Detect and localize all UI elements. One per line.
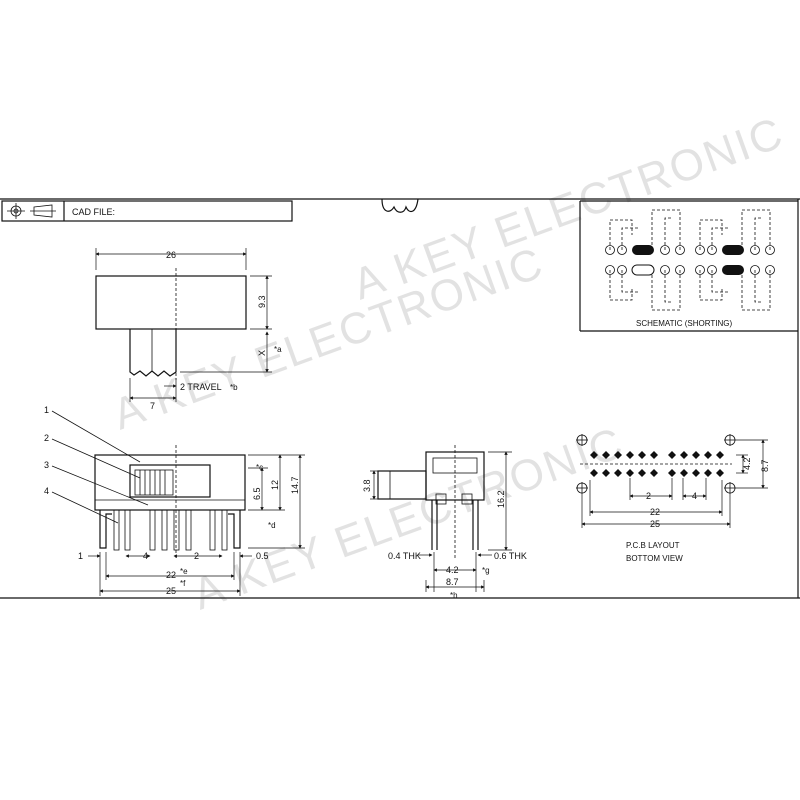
schematic-contacts xyxy=(605,245,775,276)
actuator-grip xyxy=(139,470,166,495)
thk-right-label: 0.6 THK xyxy=(494,551,527,561)
dim-actuator-x: X xyxy=(257,350,267,356)
schematic-panel: SCHEMATIC (SHORTING) xyxy=(579,200,798,332)
dim-side-8-7: 8.7 xyxy=(446,577,459,587)
pcb-caption-2: BOTTOM VIEW xyxy=(626,554,683,563)
dim-front-22: 22 xyxy=(166,570,176,580)
pcb-pad xyxy=(680,451,688,459)
dim-actuator-width: 7 xyxy=(150,401,155,411)
title-block: CAD FILE: xyxy=(1,200,293,222)
dim-front-14-7: 14.7 xyxy=(290,476,300,494)
callout-3: 3 xyxy=(44,460,49,470)
pcb-pad xyxy=(668,469,676,477)
dim-front-4: 4 xyxy=(143,551,148,561)
pcb-pad xyxy=(626,469,634,477)
travel-note: *b xyxy=(230,383,238,392)
company-logo xyxy=(381,198,419,213)
pcb-pad xyxy=(680,469,688,477)
dim-side-3-8: 3.8 xyxy=(362,479,372,492)
pcb-pad xyxy=(590,451,598,459)
cad-file-label: CAD FILE: xyxy=(72,207,115,217)
top-view: 26 9.3 X *a 7 2 TRAVEL *b xyxy=(95,248,282,411)
schematic-left xyxy=(609,209,681,311)
pcb-pad xyxy=(692,451,700,459)
watermark: A KEY ELECTRONIC A KEY ELECTRONIC A KEY … xyxy=(107,108,791,619)
dim-front-d: *d xyxy=(268,521,276,530)
pcb-pad xyxy=(704,469,712,477)
dim-side-h: *h xyxy=(450,591,458,600)
dim-top-width: 26 xyxy=(166,250,176,260)
pcb-pad xyxy=(668,451,676,459)
dim-front-f: *f xyxy=(180,579,186,588)
pcb-pads xyxy=(590,451,724,477)
dim-front-2: 2 xyxy=(194,551,199,561)
dim-actuator-note: *a xyxy=(274,345,282,354)
sheet-frame xyxy=(0,198,800,599)
pcb-pad xyxy=(716,469,724,477)
dim-front-c: *c xyxy=(256,463,263,472)
pcb-pad xyxy=(638,469,646,477)
pcb-pad xyxy=(602,451,610,459)
dim-pcb-8-7: 8.7 xyxy=(760,459,770,472)
dim-side-16-2: 16.2 xyxy=(496,490,506,508)
pcb-pad xyxy=(650,451,658,459)
pcb-caption-1: P.C.B LAYOUT xyxy=(626,541,680,550)
pcb-pad xyxy=(590,469,598,477)
dim-side-4-2: 4.2 xyxy=(446,565,459,575)
pcb-pad xyxy=(704,451,712,459)
thk-left-label: 0.4 THK xyxy=(388,551,421,561)
callout-2: 2 xyxy=(44,433,49,443)
watermark-line-1: A KEY ELECTRONIC xyxy=(107,238,551,439)
schematic-right xyxy=(699,209,771,311)
pcb-mount-holes xyxy=(576,434,736,494)
pcb-pad xyxy=(716,451,724,459)
dim-front-6-5: 6.5 xyxy=(252,487,262,500)
dim-pcb-2: 2 xyxy=(646,491,651,501)
pcb-pad xyxy=(650,469,658,477)
watermark-line-2: A KEY ELECTRONIC xyxy=(347,108,791,309)
schematic-caption: SCHEMATIC (SHORTING) xyxy=(636,319,732,328)
dim-front-1: 1 xyxy=(78,551,83,561)
pcb-pad xyxy=(638,451,646,459)
pcb-pad xyxy=(626,451,634,459)
front-view: 1 2 3 4 6.5 *c 12 14.7 *d 1 4 2 0.5 22 *… xyxy=(44,405,305,596)
side-view: 3.8 16.2 0.4 THK 0.6 THK 4.2 *g 8.7 *h xyxy=(362,445,527,600)
pcb-pad xyxy=(692,469,700,477)
watermark-line-3: A KEY ELECTRONIC xyxy=(187,418,631,619)
dim-front-12: 12 xyxy=(270,480,280,490)
callout-4: 4 xyxy=(44,486,49,496)
callout-1: 1 xyxy=(44,405,49,415)
pcb-pad xyxy=(614,469,622,477)
travel-label: 2 TRAVEL xyxy=(180,382,222,392)
front-pins xyxy=(99,509,241,551)
projection-symbol-icon xyxy=(7,203,56,219)
dim-pcb-22: 22 xyxy=(650,507,660,517)
dim-pcb-25: 25 xyxy=(650,519,660,529)
dim-pcb-4: 4 xyxy=(692,491,697,501)
pcb-pad xyxy=(614,451,622,459)
pcb-layout: 4.2 8.7 2 4 22 25 P.C.B LAYOUT BOTTOM VI… xyxy=(576,434,770,563)
dim-front-e: *e xyxy=(180,567,188,576)
dim-top-height: 9.3 xyxy=(257,295,267,308)
dim-side-g: *g xyxy=(482,566,490,575)
dim-front-25: 25 xyxy=(166,586,176,596)
dim-front-0-5: 0.5 xyxy=(256,551,269,561)
pcb-pad xyxy=(602,469,610,477)
dim-pcb-4-2: 4.2 xyxy=(742,457,752,470)
